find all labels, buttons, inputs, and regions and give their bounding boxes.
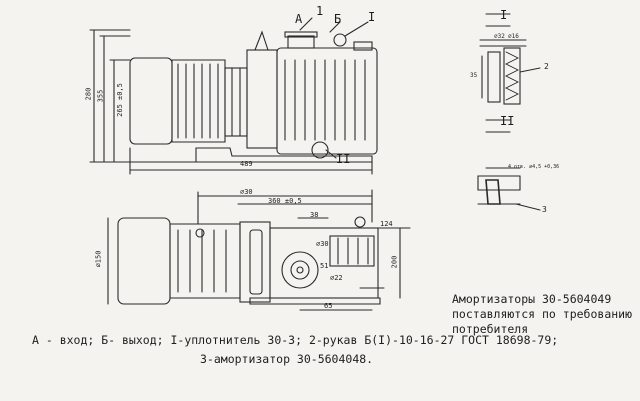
- label-view-I: I: [368, 10, 376, 24]
- ref-1: 1: [316, 4, 324, 18]
- dim-plan-small-2: ⌀22: [330, 274, 343, 282]
- label-input-A: А: [295, 12, 303, 26]
- detail-I-dim-right: ⌀16: [508, 33, 519, 40]
- dim-front-left-1: 280: [84, 87, 93, 101]
- label-view-II: II: [336, 152, 351, 166]
- dim-plan-bottom-1: 65: [324, 302, 333, 310]
- detail-II-ref-3: 3: [542, 205, 547, 214]
- dim-plan-top-1: ⌀30: [240, 188, 253, 196]
- dim-plan-left-1: ⌀150: [94, 250, 103, 268]
- detail-I-title: I: [500, 8, 508, 22]
- detail-II: [477, 119, 541, 211]
- front-view: [89, 17, 378, 175]
- legend-line-1: А - вход; Б- выход; I-уплотнитель 30-3; …: [32, 333, 559, 347]
- note-line-2: поставляются по требованию: [452, 307, 633, 321]
- dim-front-left-3: 265 ±0,5: [115, 83, 124, 117]
- dim-plan-right-2: 200: [390, 255, 399, 269]
- dim-plan-right-1: 124: [380, 220, 393, 228]
- detail-I-dim-side: 35: [470, 72, 478, 79]
- detail-I-ref-2: 2: [544, 62, 549, 71]
- note-line-3: потребителя: [452, 322, 529, 336]
- detail-I-dim-left: ⌀32: [494, 33, 505, 40]
- dim-front-bottom: 489: [240, 160, 253, 168]
- detail-II-title: II: [500, 114, 515, 128]
- plan-view: [107, 189, 411, 311]
- dim-front-left-2: 355: [96, 89, 105, 103]
- dim-plan-mid-1: 38: [310, 211, 319, 219]
- dim-plan-small-1: ⌀30: [316, 240, 329, 248]
- note-line-1: Амортизаторы 30-5604049: [452, 292, 612, 306]
- detail-II-dim-top: 4 отв. ⌀4,5 +0,36: [508, 164, 560, 170]
- detail-I: [479, 13, 541, 105]
- dim-plan-top-2: 360 ±0,5: [268, 197, 302, 205]
- note-block: Амортизаторы 30-5604049 поставляются по …: [452, 292, 632, 337]
- label-output-B: Б: [334, 12, 342, 26]
- dim-plan-center-1: 51: [320, 262, 329, 270]
- legend-line-2: 3-амортизатор 30-5604048.: [200, 352, 374, 366]
